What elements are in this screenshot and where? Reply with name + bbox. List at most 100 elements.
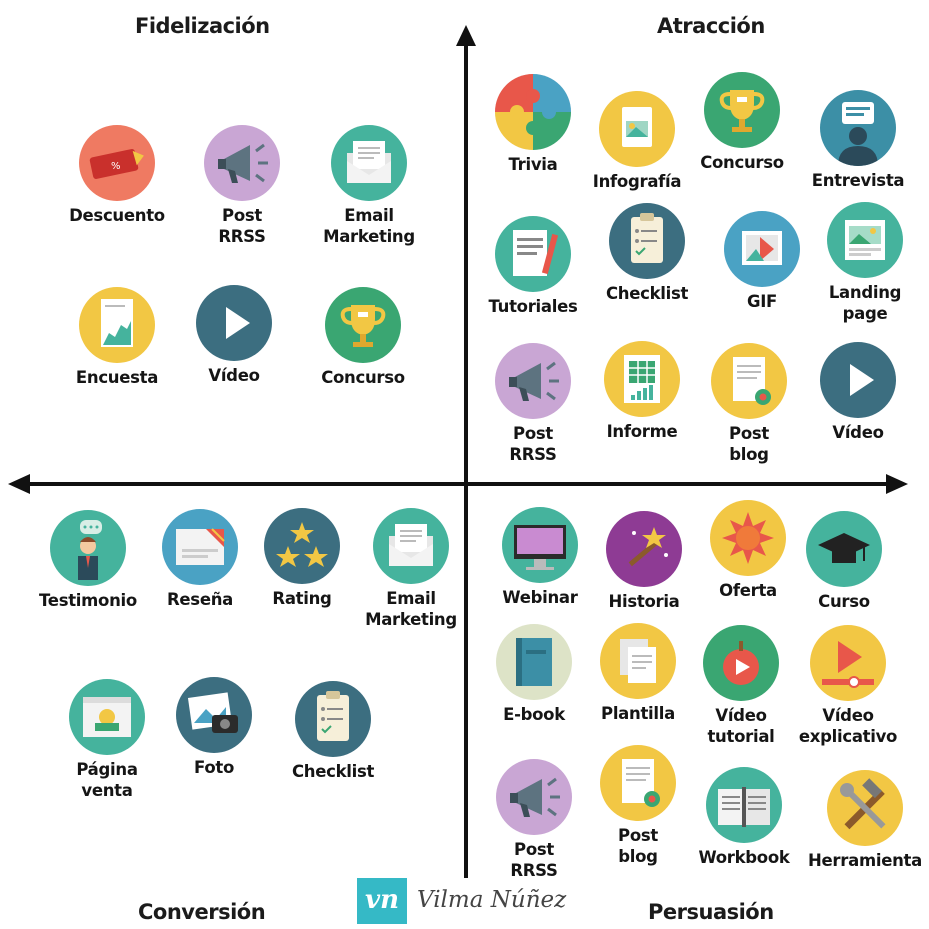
quadrant-title-persuasion: Persuasión xyxy=(648,900,774,924)
item-label: Curso xyxy=(818,592,870,611)
brand-logo: vn Vilma Núñez xyxy=(357,878,572,924)
notebook-icon xyxy=(495,216,571,292)
puzzle-icon xyxy=(495,74,571,150)
horizontal-axis-left-arrowhead xyxy=(8,474,30,494)
item-label: Concurso xyxy=(321,368,405,387)
item-label: Webinar xyxy=(502,588,578,607)
item-label: Informe xyxy=(606,422,678,441)
blog-post-icon xyxy=(711,343,787,419)
megaphone-icon xyxy=(495,343,571,419)
trophy-icon xyxy=(704,72,780,148)
content-item: GIF xyxy=(702,211,822,312)
content-item: Entrevista xyxy=(798,90,918,191)
item-label: GIF xyxy=(746,292,778,311)
item-label: Vídeo xyxy=(208,366,260,385)
item-label: Email Marketing xyxy=(323,206,415,246)
item-label: Concurso xyxy=(700,153,784,172)
play-icon xyxy=(196,285,272,361)
quadrant-title-fidelizacion: Fidelización xyxy=(135,14,270,38)
content-item: Encuesta xyxy=(57,287,177,388)
infographic-icon xyxy=(599,91,675,167)
clipboard-icon xyxy=(609,203,685,279)
item-label: Página venta xyxy=(76,760,138,800)
clipboard-icon xyxy=(295,681,371,757)
content-item: Reseña xyxy=(140,509,260,610)
item-label: Checklist xyxy=(605,284,689,303)
envelope-icon xyxy=(331,125,407,201)
trophy-icon xyxy=(325,287,401,363)
content-item: Informe xyxy=(582,341,702,442)
item-label: Checklist xyxy=(291,762,375,781)
content-item: Historia xyxy=(584,511,704,612)
content-item: Oferta xyxy=(688,500,808,601)
content-item: Checklist xyxy=(273,681,393,782)
quadrant-title-conversion: Conversión xyxy=(138,900,266,924)
item-label: Plantilla xyxy=(601,704,675,723)
logo-mark: vn xyxy=(357,878,407,924)
content-item: Rating xyxy=(242,508,362,609)
item-label: Descuento xyxy=(69,206,165,225)
item-label: Post blog xyxy=(618,826,658,866)
content-item: Vídeo xyxy=(174,285,294,386)
item-label: Landing page xyxy=(828,283,902,323)
item-label: Vídeo tutorial xyxy=(707,706,775,746)
megaphone-icon xyxy=(496,759,572,835)
discount-tag-icon: % xyxy=(79,125,155,201)
item-label: Post RRSS xyxy=(509,424,557,464)
horizontal-axis-right-arrowhead xyxy=(886,474,908,494)
content-item: Herramienta xyxy=(805,770,925,871)
open-book-icon xyxy=(706,767,782,843)
stars-icon xyxy=(264,508,340,584)
item-label: Oferta xyxy=(719,581,777,600)
content-item: Tutoriales xyxy=(473,216,593,317)
content-item: E-book xyxy=(474,624,594,725)
vertical-axis-arrowhead xyxy=(456,25,476,46)
gif-icon xyxy=(724,211,800,287)
content-item: Foto xyxy=(154,677,274,778)
magic-wand-icon xyxy=(606,511,682,587)
item-label: E-book xyxy=(503,705,565,724)
item-label: Encuesta xyxy=(75,368,159,387)
item-label: Reseña xyxy=(167,590,233,609)
item-label: Post RRSS xyxy=(218,206,266,246)
tools-icon xyxy=(827,770,903,846)
logo-text: Vilma Núñez xyxy=(417,887,567,913)
content-item: Testimonio xyxy=(28,510,148,611)
item-label: Rating xyxy=(272,589,332,608)
content-item: Post RRSS xyxy=(182,125,302,247)
offer-burst-icon xyxy=(710,500,786,576)
landing-page-icon xyxy=(827,202,903,278)
item-label: Workbook xyxy=(698,848,790,867)
item-label: Post RRSS xyxy=(510,840,558,880)
content-item: Vídeo explicativo xyxy=(788,625,908,747)
item-label: Email Marketing xyxy=(365,589,457,629)
apple-video-icon xyxy=(703,625,779,701)
blog-post-icon xyxy=(600,745,676,821)
item-label: Vídeo explicativo xyxy=(798,706,898,746)
content-item: Infografía xyxy=(577,91,697,192)
testimonial-icon xyxy=(50,510,126,586)
report-icon xyxy=(604,341,680,417)
content-item: Post blog xyxy=(578,745,698,867)
template-icon xyxy=(600,623,676,699)
graduation-cap-icon xyxy=(806,511,882,587)
content-item: Curso xyxy=(784,511,904,612)
content-item: Vídeo xyxy=(798,342,918,443)
item-label: Vídeo xyxy=(832,423,884,442)
survey-icon xyxy=(79,287,155,363)
item-label: Herramienta xyxy=(808,851,922,870)
content-item: Email Marketing xyxy=(309,125,429,247)
content-item: Trivia xyxy=(473,74,593,175)
content-item: Vídeo tutorial xyxy=(681,625,801,747)
content-item: Post blog xyxy=(689,343,809,465)
review-icon xyxy=(162,509,238,585)
item-label: Tutoriales xyxy=(488,297,578,316)
content-item: Webinar xyxy=(480,507,600,608)
item-label: Infografía xyxy=(592,172,682,191)
content-item: Concurso xyxy=(682,72,802,173)
content-item: Página venta xyxy=(47,679,167,801)
play-icon xyxy=(820,342,896,418)
sales-page-icon xyxy=(69,679,145,755)
content-item: Landing page xyxy=(805,202,925,324)
